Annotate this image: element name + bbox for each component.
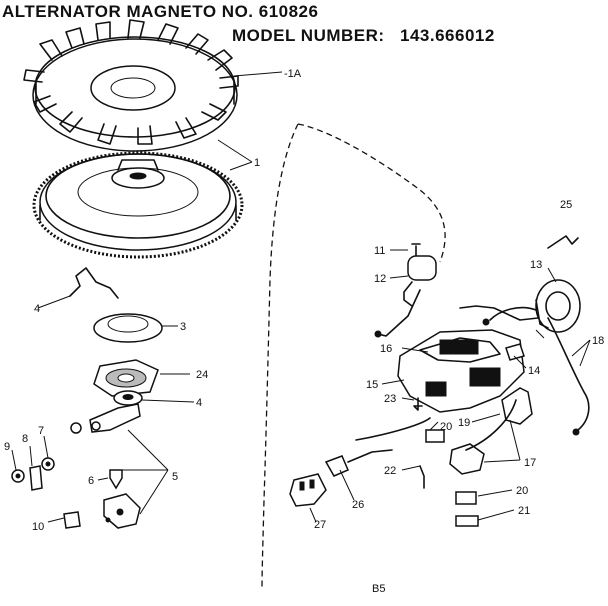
connector-27: [289, 473, 327, 507]
ignition-coil: [535, 279, 581, 333]
callout-22: 22: [384, 465, 396, 477]
condenser: [374, 243, 437, 338]
callout-19: 19: [458, 417, 470, 429]
armature-plate: [397, 305, 539, 413]
callout-16: 16: [380, 343, 392, 355]
screw-22: [419, 465, 425, 489]
gasket: [93, 359, 159, 397]
callout-27: 27: [314, 519, 326, 531]
callout-9: 9: [4, 441, 10, 453]
terminal-lead-26: [324, 449, 393, 477]
callout-12: 12: [374, 273, 386, 285]
callout-13: 13: [530, 259, 542, 271]
terminal-21: [455, 515, 479, 527]
spring-clip: [69, 267, 119, 299]
lead-wires: [489, 306, 590, 431]
screw-6: [109, 469, 123, 490]
page-code: B5: [372, 583, 385, 595]
callout-25: 25: [560, 199, 572, 211]
terminal-14: [505, 343, 525, 361]
screw-23: [413, 397, 423, 411]
model-number-label: MODEL NUMBER:: [232, 26, 385, 45]
bracket-10: [63, 511, 81, 529]
callout-15: 15: [366, 379, 378, 391]
callout-20-lower: 20: [516, 485, 528, 497]
diagram-title: ALTERNATOR MAGNETO NO. 610826: [2, 2, 318, 21]
callout-7: 7: [38, 425, 44, 437]
callout-11: 11: [374, 245, 385, 257]
callout-26: 26: [352, 499, 364, 511]
callout-21: 21: [518, 505, 530, 517]
model-number-value: 143.666012: [400, 26, 495, 45]
callout-6: 6: [88, 475, 94, 487]
retainer-ring: [93, 313, 163, 343]
callout-4-right: 4: [196, 397, 202, 409]
terminal-20-upper: [425, 429, 445, 443]
breaker-cam: [70, 390, 143, 434]
callout-17: 17: [524, 457, 536, 469]
callout-8: 8: [22, 433, 28, 445]
callout-3: 3: [180, 321, 186, 333]
flywheel: [32, 151, 244, 259]
engine-outline-dashed: [261, 123, 446, 591]
flywheel-fan: [23, 19, 239, 152]
callout-5: 5: [172, 471, 178, 483]
callout-24: 24: [196, 369, 208, 381]
callout-14: 14: [528, 365, 540, 377]
callout-20-upper: 20: [440, 421, 452, 433]
callout-23: 23: [384, 393, 396, 405]
clip-8: [29, 465, 43, 491]
callout-18: 18: [592, 335, 604, 347]
spring-clip-25: [547, 235, 579, 249]
callout-10: 10: [32, 521, 44, 533]
callout-1a: -1A: [284, 68, 302, 80]
leader-lines: [11, 71, 591, 523]
callout-4-left: 4: [34, 303, 40, 315]
terminal-20-lower: [455, 491, 477, 505]
callout-1: 1: [254, 157, 260, 169]
stator-assembly: [355, 387, 533, 475]
